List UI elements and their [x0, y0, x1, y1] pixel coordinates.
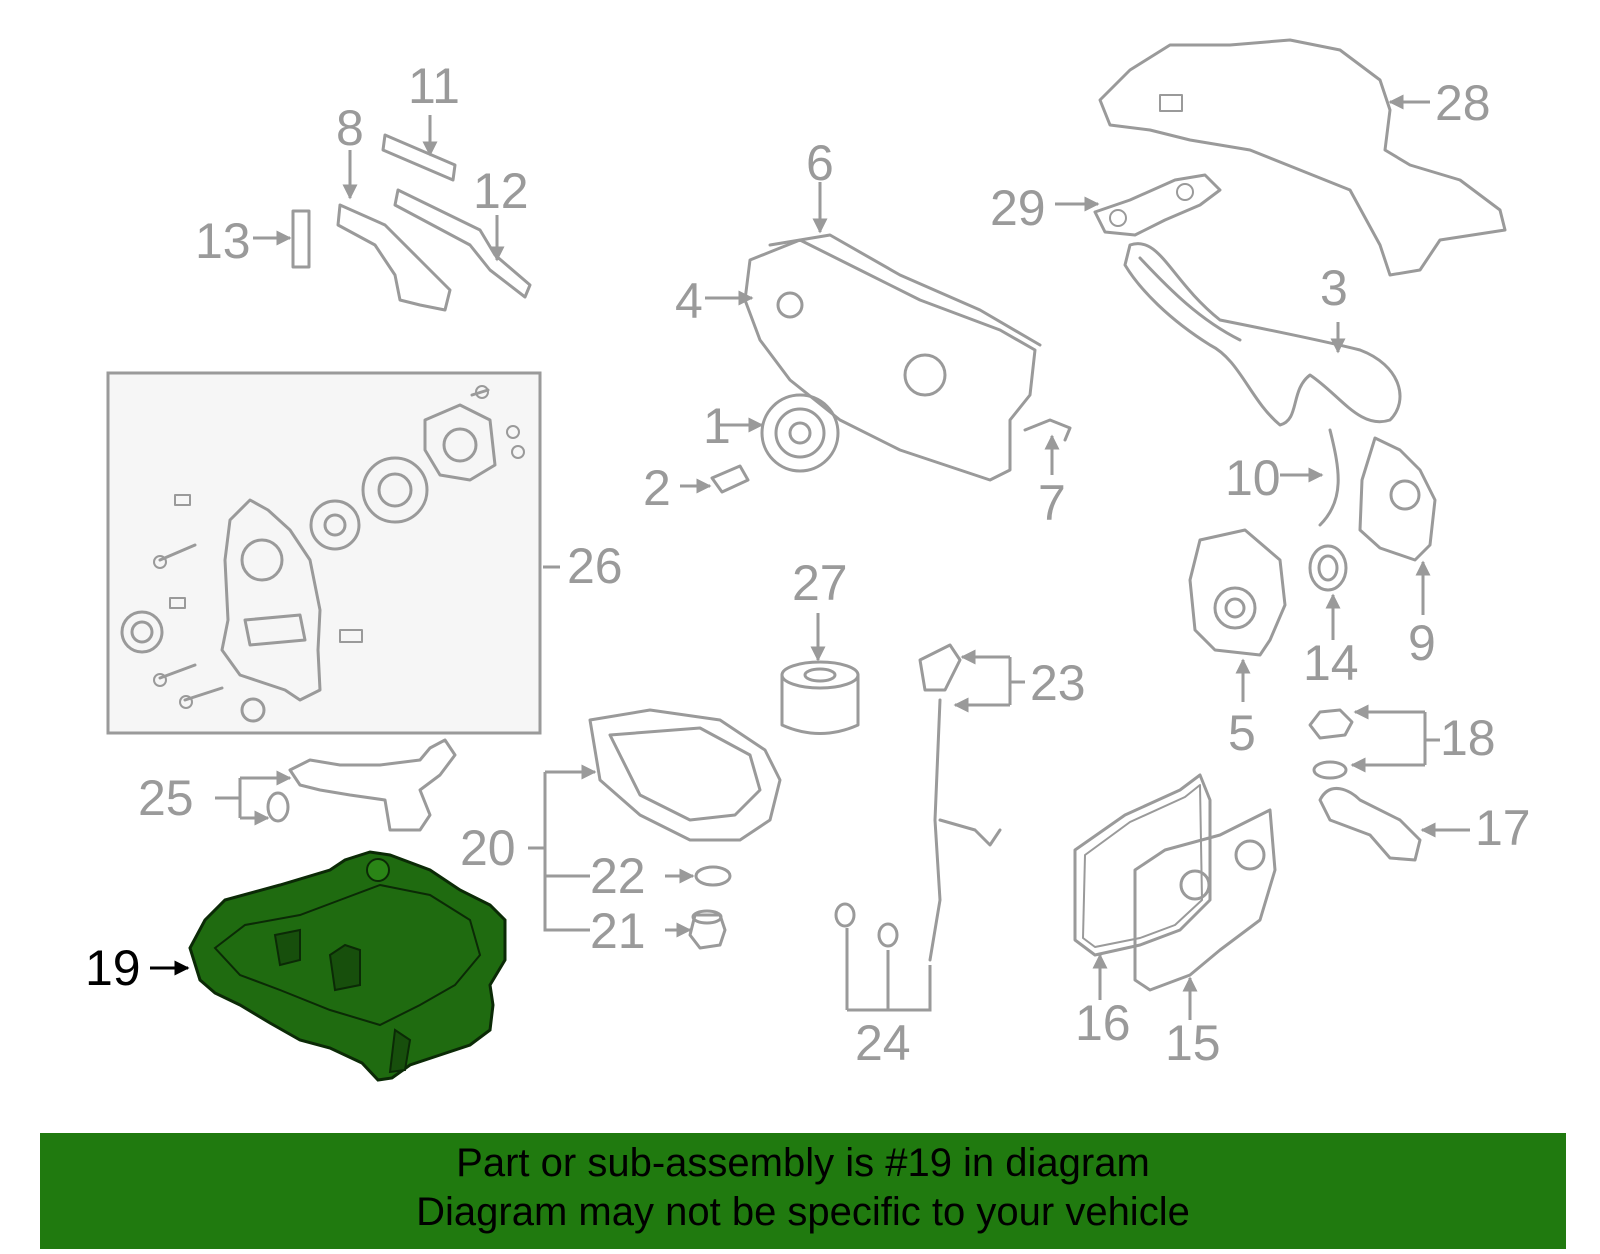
callout-9: 9: [1408, 615, 1436, 671]
timing-cover-left: [743, 233, 1042, 482]
info-banner: Part or sub-assembly is #19 in diagram D…: [40, 1133, 1566, 1249]
gasket-strip-11: [381, 133, 457, 182]
leader-lines: [150, 94, 1470, 1020]
callout-16: 16: [1075, 995, 1131, 1051]
callout-12: 12: [473, 163, 529, 219]
oil-filter: [780, 660, 860, 735]
drain-washer: [694, 865, 732, 887]
dipstick: [834, 643, 1002, 962]
callout-8: 8: [336, 100, 364, 156]
callout-7: 7: [1038, 475, 1066, 531]
timing-cover-right: [1358, 436, 1437, 562]
intake-manifold: [1098, 38, 1507, 277]
callout-29: 29: [990, 180, 1046, 236]
callout-6: 6: [806, 135, 834, 191]
callout-25: 25: [138, 770, 194, 826]
callout-27: 27: [792, 555, 848, 611]
callout-20: 20: [460, 820, 516, 876]
callout-21: 21: [590, 903, 646, 959]
callout-24: 24: [855, 1015, 911, 1071]
gasket-10: [1318, 428, 1340, 527]
callout-22: 22: [590, 848, 646, 904]
banner-line-disclaimer: Diagram may not be specific to your vehi…: [416, 1190, 1190, 1234]
oil-pan-lower-highlighted: [188, 850, 507, 1082]
pulley-bolt: [710, 464, 750, 494]
cover-8: [336, 203, 452, 312]
callout-5: 5: [1228, 705, 1256, 761]
block-13: [291, 209, 311, 269]
callout-11: 11: [408, 58, 460, 114]
callout-18: 18: [1440, 710, 1496, 766]
callout-19-highlighted: 19: [85, 940, 141, 996]
callout-labels: 1 2 3 4 5 6 7 8 9 10 11 12 13 14 15 16 1…: [85, 58, 1531, 1071]
callout-28: 28: [1435, 75, 1491, 131]
upper-oil-pan: [588, 708, 782, 842]
callout-3: 3: [1320, 260, 1348, 316]
callout-14: 14: [1303, 635, 1359, 691]
timing-belt: [1123, 242, 1402, 427]
oil-strainer: [266, 738, 457, 832]
callout-13: 13: [195, 213, 251, 269]
callout-2: 2: [643, 460, 671, 516]
callout-15: 15: [1165, 1015, 1221, 1071]
cover-gasket-16: [1073, 773, 1212, 957]
drain-plug: [688, 909, 727, 950]
callout-1: 1: [703, 398, 731, 454]
callout-10: 10: [1225, 450, 1281, 506]
idler-pulley: [760, 393, 840, 473]
timing-cover-lower: [1188, 528, 1287, 657]
callout-23: 23: [1030, 655, 1086, 711]
oil-filler-cap: [1308, 708, 1354, 780]
filler-tube: [1318, 787, 1422, 862]
callout-17: 17: [1475, 800, 1531, 856]
cover-gasket-12: [393, 188, 532, 299]
manifold-gasket: [1093, 173, 1222, 237]
timing-cover-15: [1133, 808, 1277, 992]
bracket-7: [1023, 418, 1072, 442]
banner-line-part-number: Part or sub-assembly is #19 in diagram: [456, 1141, 1150, 1185]
seal-14: [1308, 544, 1348, 592]
oil-pump-subassembly-box: [106, 371, 542, 735]
callout-4: 4: [675, 273, 703, 329]
callout-26: 26: [567, 538, 623, 594]
